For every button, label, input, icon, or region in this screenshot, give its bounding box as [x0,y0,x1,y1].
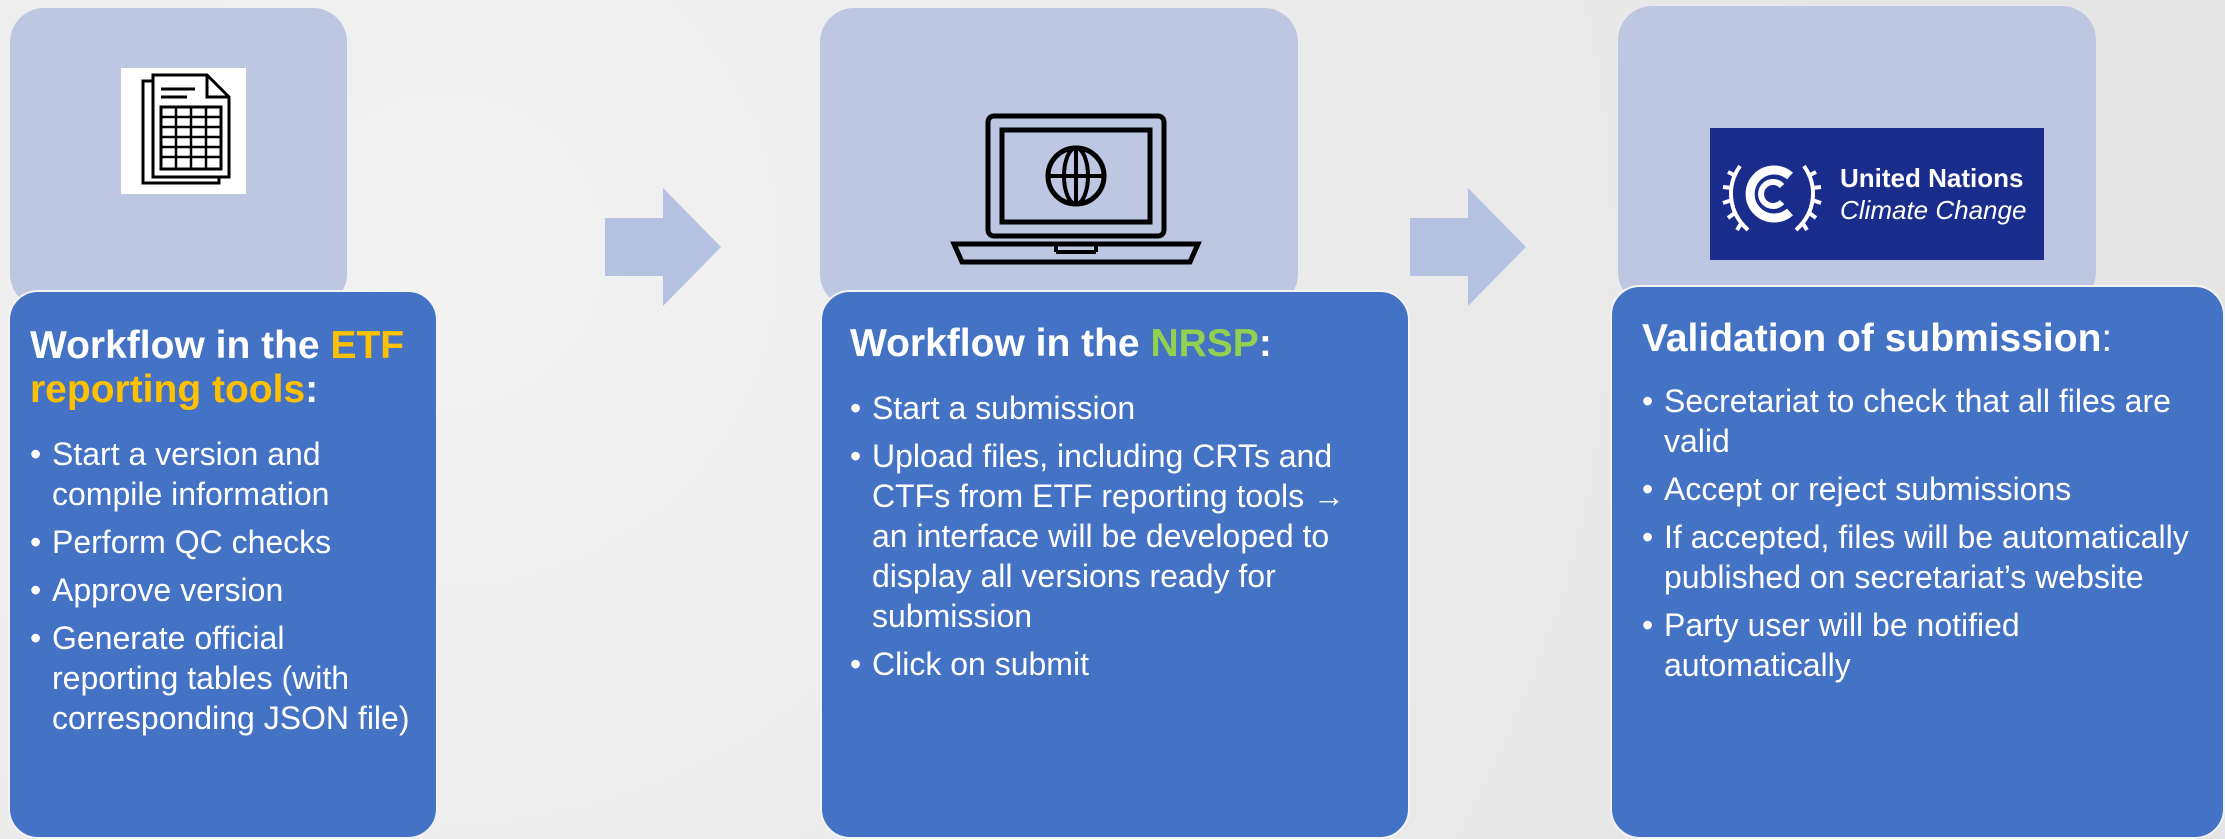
list-item: Approve version [30,570,416,610]
stage2-header-card [820,8,1298,308]
stage1-title-suffix: : [305,368,319,412]
stage3-content-card: Validation of submission: Secretariat to… [1610,285,2225,839]
un-logo-line1: United Nations [1840,163,2024,193]
list-item: Start a submission [850,388,1384,428]
stage3-title-suffix: : [2101,317,2113,360]
stage2-title: Workflow in the NRSP: [850,322,1384,366]
arrow-right-icon [605,188,721,306]
list-item: Secretariat to check that all files are … [1642,381,2203,461]
list-item: Click on submit [850,644,1384,684]
arrow-right-icon [1410,188,1526,306]
stage3-title-main: Validation of submission [1642,317,2102,360]
un-logo-text: United Nations Climate Change [1840,162,2026,226]
stage2-title-highlight: NRSP [1150,322,1259,365]
stage2-bullet-list: Start a submission Upload files, includi… [850,388,1384,684]
stage1-title-prefix: Workflow in the [30,324,331,367]
stage1-content-card: Workflow in the ETF reporting tools: Sta… [8,290,438,839]
stage3-title: Validation of submission: [1642,317,2203,361]
un-logo-line2: Climate Change [1840,195,2027,225]
stage2-title-prefix: Workflow in the [850,322,1151,365]
list-item: Start a version and compile information [30,434,416,514]
stage2-content-card: Workflow in the NRSP: Start a submission… [820,290,1410,839]
stage2-title-suffix: : [1258,322,1272,365]
stage1-title-highlight: ETF reporting tools [30,324,405,412]
stage1-title: Workflow in the ETF reporting tools: [30,324,416,412]
list-item: If accepted, files will be automatically… [1642,517,2203,597]
list-item: Generate official reporting tables (with… [30,618,416,738]
list-item: Upload files, including CRTs and CTFs fr… [850,436,1384,636]
un-climate-change-logo: United Nations Climate Change [1710,128,2044,260]
list-item: Perform QC checks [30,522,416,562]
stage3-bullet-list: Secretariat to check that all files are … [1642,381,2203,685]
stage1-bullet-list: Start a version and compile information … [30,434,416,738]
laptop-globe-icon [950,110,1202,270]
spreadsheet-document-icon [121,68,246,194]
list-item: Party user will be notified automaticall… [1642,605,2203,685]
list-item: Accept or reject submissions [1642,469,2203,509]
un-emblem-icon [1722,164,1822,232]
